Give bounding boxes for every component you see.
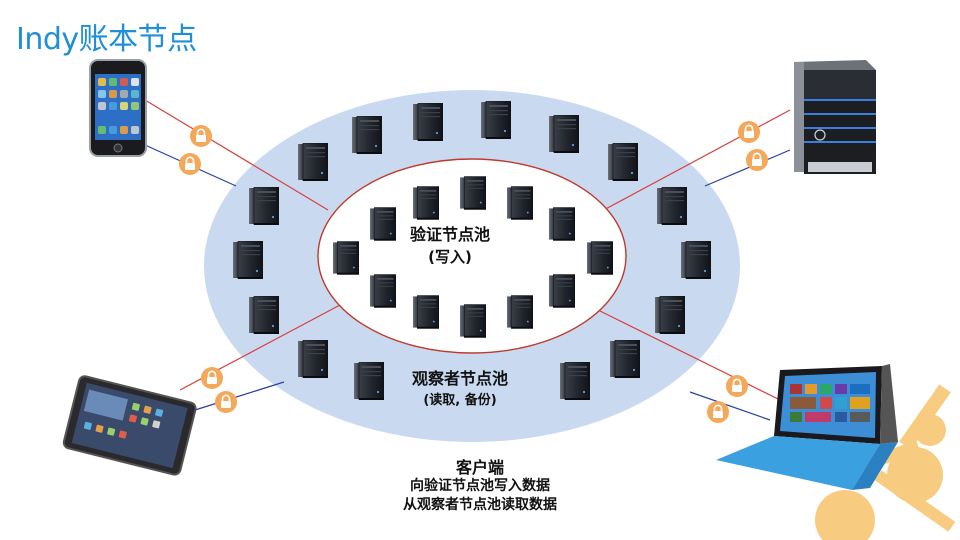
observer-server-icon xyxy=(298,143,328,181)
observer-server-icon xyxy=(608,143,638,181)
surface-tablet-icon xyxy=(716,364,898,490)
observer-server-icon xyxy=(298,340,328,378)
validator-pool-subtitle: (写入) xyxy=(428,248,472,266)
surface-write-line xyxy=(597,309,781,401)
lock-icon xyxy=(725,374,749,398)
observer-server-icon xyxy=(655,296,685,334)
observer-server-icon xyxy=(610,340,640,378)
validator-server-icon xyxy=(507,295,533,329)
lock-icon xyxy=(706,400,730,424)
lock-icon xyxy=(745,148,769,172)
validator-server-icon xyxy=(460,304,486,338)
client-label: 客户端 向验证节点池写入数据 从观察者节点池读取数据 xyxy=(360,458,600,515)
client-read-desc: 从观察者节点池读取数据 xyxy=(403,497,557,513)
observer-server-icon xyxy=(233,241,263,279)
validator-server-icon xyxy=(507,186,533,220)
validator-pool-label: 验证节点池 (写入) xyxy=(380,224,520,268)
observer-pool-title: 观察者节点池 xyxy=(411,369,508,388)
lock-icon xyxy=(189,124,213,148)
observer-server-icon xyxy=(249,296,279,334)
observer-server-icon xyxy=(413,103,443,141)
validator-server-icon xyxy=(587,241,613,275)
observer-server-icon xyxy=(549,115,579,153)
observer-pool-label: 观察者节点池 (读取, 备份) xyxy=(380,368,540,412)
phone-write-line xyxy=(144,99,329,211)
validator-server-icon xyxy=(460,176,486,210)
validator-server-icon xyxy=(549,207,575,241)
page-title: Indy账本节点 xyxy=(16,22,197,57)
client-write-desc: 向验证节点池写入数据 xyxy=(410,478,550,494)
lock-icon xyxy=(200,366,224,390)
validator-server-icon xyxy=(370,274,396,308)
validator-server-icon xyxy=(413,295,439,329)
observer-pool-subtitle: (读取, 备份) xyxy=(423,393,497,408)
validator-server-icon xyxy=(549,274,575,308)
desktop-server-icon xyxy=(794,60,876,174)
client-title: 客户端 xyxy=(455,458,504,477)
android-tablet-icon xyxy=(62,375,197,476)
observer-server-icon xyxy=(481,101,511,139)
lock-icon xyxy=(737,120,761,144)
validator-server-icon xyxy=(413,186,439,220)
observer-server-icon xyxy=(249,187,279,225)
tablet-read-line xyxy=(194,381,285,411)
lock-icon xyxy=(214,390,238,414)
validator-server-icon xyxy=(333,241,359,275)
observer-server-icon xyxy=(560,362,590,400)
lock-icon xyxy=(178,152,202,176)
observer-server-icon xyxy=(681,241,711,279)
observer-server-icon xyxy=(352,116,382,154)
observer-server-icon xyxy=(657,187,687,225)
smartphone-icon xyxy=(89,59,147,157)
server-read-line xyxy=(704,149,791,187)
validator-pool-title: 验证节点池 xyxy=(409,225,490,244)
surface-read-line xyxy=(689,391,771,421)
